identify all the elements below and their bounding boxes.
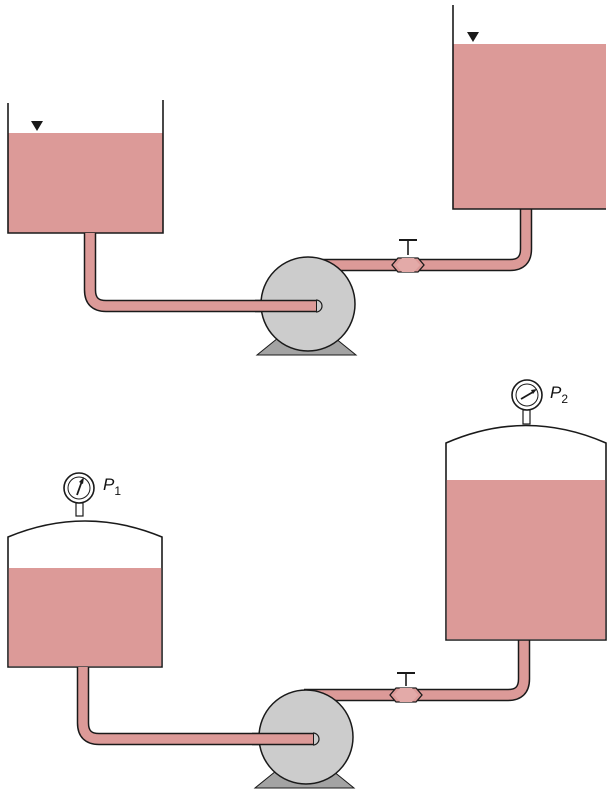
pressure-gauge-icon: [511, 379, 543, 411]
pump-icon: [252, 689, 356, 789]
liquid-level-marker-icon: [31, 121, 43, 131]
left-open-tank: [7, 100, 164, 234]
discharge-pipe-lower: [304, 640, 531, 702]
left-closed-tank: P1: [7, 472, 163, 668]
pump-icon: [255, 256, 358, 356]
valve-icon: [391, 239, 425, 273]
open-tank-system: [7, 5, 606, 356]
pressure-gauge-icon: [63, 472, 95, 504]
right-closed-tank: P2: [445, 379, 607, 641]
right-open-tank: [452, 5, 606, 210]
closed-tank-system: P1: [7, 379, 607, 789]
discharge-pipe: [305, 208, 533, 272]
p2-label: P2: [550, 383, 568, 406]
liquid-level-marker-icon: [467, 32, 479, 42]
valve-icon: [389, 672, 423, 703]
p1-label: P1: [103, 475, 121, 498]
